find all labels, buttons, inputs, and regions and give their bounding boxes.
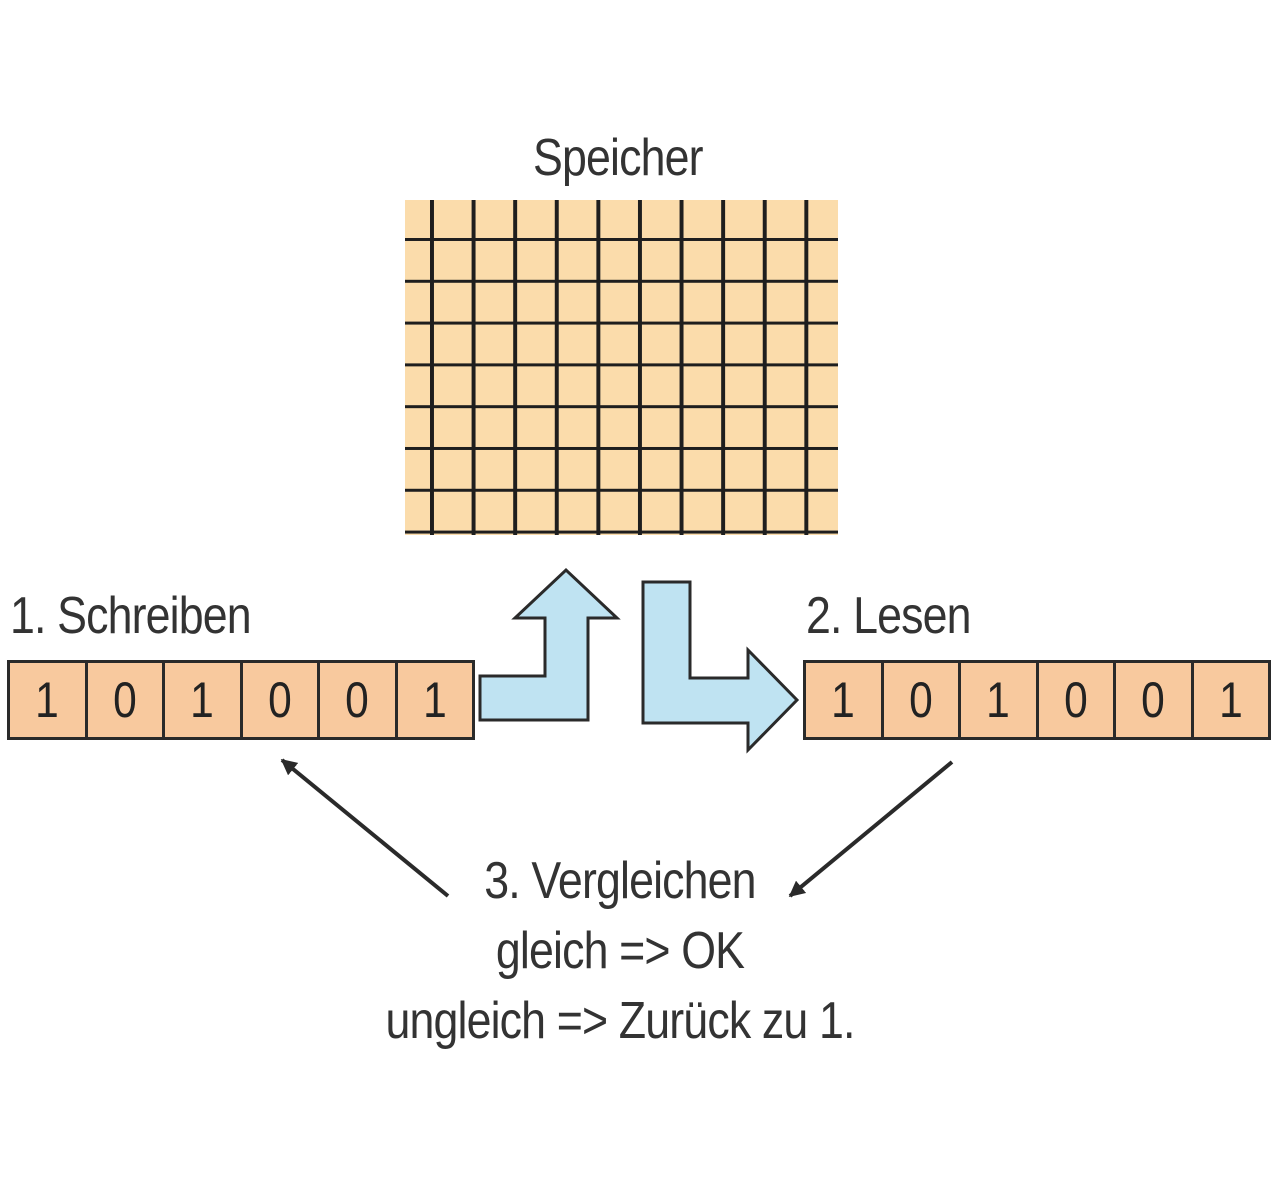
compare-arrow-left bbox=[280, 758, 450, 898]
step-write-label: 1. Schreiben bbox=[10, 587, 252, 645]
read-register: 1 0 1 0 0 1 bbox=[803, 660, 1271, 740]
read-bit: 0 bbox=[884, 663, 961, 737]
step-read-label: 2. Lesen bbox=[806, 587, 972, 645]
write-bit: 1 bbox=[165, 663, 243, 737]
write-arrow bbox=[478, 567, 621, 722]
compare-heading: 3. Vergleichen bbox=[484, 852, 756, 910]
write-register: 1 0 1 0 0 1 bbox=[7, 660, 475, 740]
write-bit: 1 bbox=[422, 672, 447, 728]
write-bit: 1 bbox=[10, 663, 88, 737]
write-bit: 0 bbox=[320, 663, 398, 737]
read-bit: 0 bbox=[1116, 663, 1194, 737]
read-arrow bbox=[641, 580, 800, 754]
memory-grid bbox=[405, 200, 838, 535]
memory-title: Speicher bbox=[533, 129, 703, 187]
compare-equal: gleich => OK bbox=[495, 922, 745, 980]
write-bit: 0 bbox=[243, 663, 320, 737]
compare-text: 3. Vergleichen gleich => OK ungleich => … bbox=[340, 846, 900, 1056]
compare-arrow-right bbox=[788, 760, 954, 898]
read-bit: 0 bbox=[1039, 663, 1116, 737]
read-bit: 1 bbox=[961, 663, 1039, 737]
write-bit: 0 bbox=[88, 663, 165, 737]
read-bit: 1 bbox=[806, 663, 884, 737]
read-bit: 1 bbox=[1218, 672, 1243, 728]
compare-unequal: ungleich => Zurück zu 1. bbox=[385, 992, 855, 1050]
